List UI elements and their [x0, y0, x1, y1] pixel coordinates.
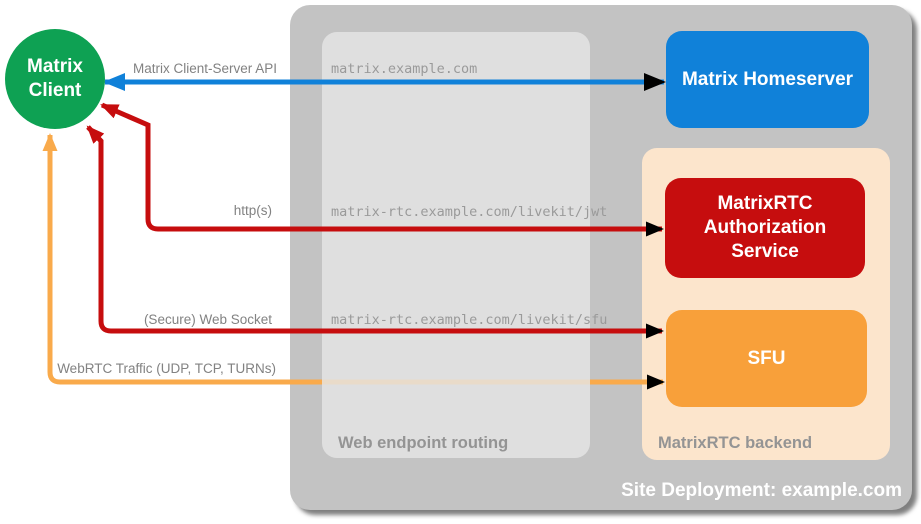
https-edge-label: http(s)	[233, 203, 272, 218]
livekit-jwt-endpoint-url: matrix-rtc.example.com/livekit/jwt	[331, 204, 608, 220]
matrix-homeserver-label: Matrix Homeserver	[681, 68, 854, 90]
sfu-label: SFU	[747, 347, 786, 369]
matrixrtc-backend-caption: MatrixRTC backend	[658, 434, 813, 452]
client-server-api-edge-label: Matrix Client-Server API	[132, 61, 277, 76]
matrix-client-node: Matrix Client	[5, 29, 105, 129]
matrixrtc-authorization-service-label: MatrixRTC Authorization Service	[703, 193, 827, 262]
matrixrtc-authorization-service-node: MatrixRTC Authorization Service	[665, 178, 865, 278]
livekit-sfu-endpoint-url: matrix-rtc.example.com/livekit/sfu	[331, 312, 608, 328]
matrix-homeserver-node: Matrix Homeserver	[666, 31, 869, 128]
matrix-client-label: Matrix Client	[27, 56, 83, 101]
web-endpoint-routing-container	[322, 32, 590, 458]
sfu-node: SFU	[666, 310, 867, 407]
websocket-edge-label: (Secure) Web Socket	[143, 312, 272, 327]
webrtc-traffic-edge-label: WebRTC Traffic (UDP, TCP, TURNs)	[57, 361, 276, 376]
site-deployment-caption: Site Deployment: example.com	[621, 480, 902, 501]
web-endpoint-routing-caption: Web endpoint routing	[338, 434, 509, 452]
homeserver-endpoint-url: matrix.example.com	[331, 61, 478, 77]
